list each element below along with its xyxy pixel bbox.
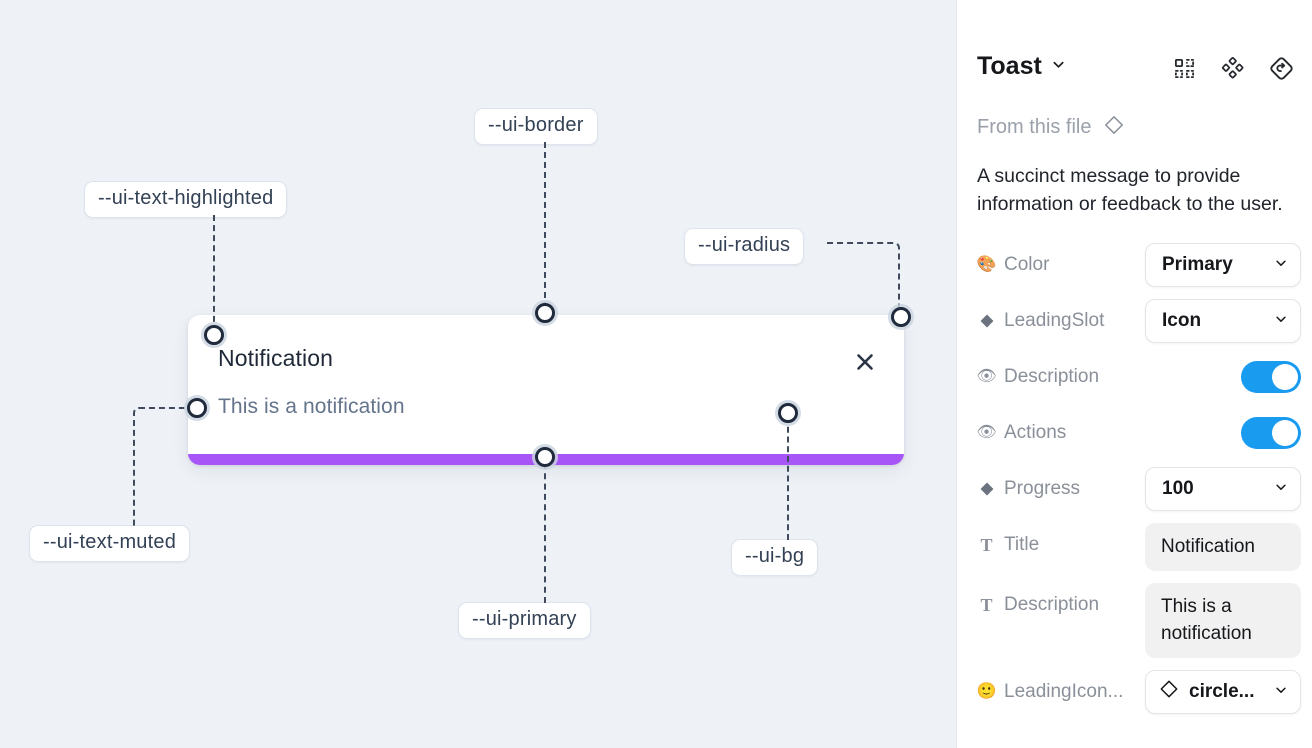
property-label-color: 🎨 Color — [977, 243, 1145, 276]
diamond-outline-icon — [1158, 678, 1180, 706]
property-rows: 🎨 Color Primary — [957, 243, 1312, 726]
property-label-text: LeadingIcon... — [1004, 680, 1124, 702]
leadingslot-select[interactable]: Icon — [1145, 299, 1301, 343]
panel-header[interactable]: Toast — [977, 52, 1066, 81]
text-type-icon: T — [980, 535, 993, 555]
property-label-text: LeadingSlot — [1004, 310, 1105, 331]
property-row-description-toggle: 👁 Description — [957, 355, 1312, 399]
progress-select-value: 100 — [1162, 478, 1194, 499]
progress-select[interactable]: 100 — [1145, 467, 1301, 511]
variants-diamond-icon[interactable] — [1221, 57, 1244, 80]
color-select-value: Primary — [1162, 254, 1233, 275]
annotation-chip-ui-radius[interactable]: --ui-radius — [684, 228, 805, 265]
anchor-handle-ui-primary[interactable] — [535, 447, 555, 467]
connector-ui-radius — [827, 242, 900, 318]
annotation-chip-ui-border[interactable]: --ui-border — [474, 108, 598, 145]
property-label-leadingslot: LeadingSlot — [977, 299, 1145, 332]
toast-title: Notification — [218, 345, 333, 371]
connector-ui-text-muted — [133, 407, 197, 526]
chevron-down-icon — [1274, 478, 1288, 500]
leadingicon-select-value: circle... — [1189, 680, 1255, 702]
smiley-emoji-icon: 🙂 — [977, 682, 997, 700]
annotation-chip-ui-text-highlighted[interactable]: --ui-text-highlighted — [84, 181, 288, 218]
title-field[interactable]: Notification — [1145, 523, 1301, 571]
property-label-title: T Title — [977, 523, 1145, 556]
annotation-chip-ui-text-muted[interactable]: --ui-text-muted — [29, 525, 191, 562]
property-label-text: Description — [1004, 366, 1100, 387]
anchor-handle-ui-text-muted[interactable] — [187, 398, 207, 418]
eye-emoji-icon: 👁 — [977, 368, 997, 385]
leadingicon-select[interactable]: circle... — [1145, 669, 1301, 714]
chevron-down-icon — [1274, 681, 1288, 703]
from-this-file-label: From this file — [977, 116, 1092, 138]
design-canvas[interactable]: Notification This is a notification --ui… — [0, 0, 956, 748]
reset-instance-icon[interactable] — [1269, 56, 1294, 81]
properties-panel: Toast — [956, 0, 1312, 748]
color-select[interactable]: Primary — [1145, 243, 1301, 287]
property-row-description-text: T Description This is a notification — [957, 582, 1312, 658]
text-type-icon: T — [980, 594, 993, 615]
toggle-knob — [1272, 364, 1298, 390]
chevron-down-icon — [1274, 310, 1288, 332]
chevron-down-icon — [1274, 254, 1288, 276]
component-grid-icon[interactable] — [1173, 57, 1196, 80]
eye-emoji-icon: 👁 — [977, 424, 997, 441]
property-label-description: 👁 Description — [977, 355, 1145, 388]
component-description: A succinct message to provide informatio… — [977, 165, 1283, 215]
anchor-handle-ui-radius[interactable] — [891, 307, 911, 327]
property-label-leadingicon: 🙂 LeadingIcon... — [977, 670, 1145, 703]
annotation-chip-ui-primary[interactable]: --ui-primary — [458, 602, 591, 639]
property-label-text: Description — [1004, 593, 1100, 615]
panel-header-icons — [1173, 56, 1294, 81]
description-field[interactable]: This is a notification — [1145, 582, 1301, 658]
diamond-icon — [1102, 113, 1126, 142]
diamond-filled-icon — [977, 312, 996, 331]
property-row-leadingicon: 🙂 LeadingIcon... circle... — [957, 669, 1312, 714]
property-row-leadingslot: LeadingSlot Icon — [957, 299, 1312, 343]
property-label-text: Progress — [1004, 478, 1081, 499]
anchor-handle-ui-bg[interactable] — [778, 403, 798, 423]
toggle-knob — [1272, 420, 1298, 446]
connector-ui-text-highlighted — [213, 215, 215, 332]
close-x-icon[interactable] — [852, 349, 878, 375]
palette-emoji-icon: 🎨 — [977, 256, 997, 273]
property-label-description-text: T Description — [977, 583, 1145, 616]
property-row-actions-toggle: 👁 Actions — [957, 411, 1312, 455]
chevron-down-icon[interactable] — [1051, 57, 1066, 77]
property-label-actions: 👁 Actions — [977, 411, 1145, 444]
connector-ui-bg — [787, 417, 789, 540]
property-row-title: T Title Notification — [957, 523, 1312, 571]
anchor-handle-ui-text-highlighted[interactable] — [204, 325, 224, 345]
toast-component-preview[interactable]: Notification This is a notification — [188, 315, 904, 465]
connector-ui-border — [544, 142, 546, 308]
property-label-text: Title — [1004, 534, 1040, 555]
from-this-file-row[interactable]: From this file — [977, 113, 1126, 142]
description-toggle[interactable] — [1241, 361, 1301, 393]
connector-ui-primary — [544, 463, 546, 603]
anchor-handle-ui-border[interactable] — [535, 303, 555, 323]
property-row-color: 🎨 Color Primary — [957, 243, 1312, 287]
actions-toggle[interactable] — [1241, 417, 1301, 449]
toast-description: This is a notification — [218, 395, 405, 418]
property-row-progress: Progress 100 — [957, 467, 1312, 511]
property-label-text: Actions — [1004, 422, 1067, 443]
property-label-text: Color — [1004, 254, 1050, 275]
page-title: Toast — [977, 52, 1042, 80]
diamond-filled-icon — [977, 480, 996, 499]
annotation-chip-ui-bg[interactable]: --ui-bg — [731, 539, 819, 576]
leadingslot-select-value: Icon — [1162, 310, 1202, 331]
property-label-progress: Progress — [977, 467, 1145, 500]
